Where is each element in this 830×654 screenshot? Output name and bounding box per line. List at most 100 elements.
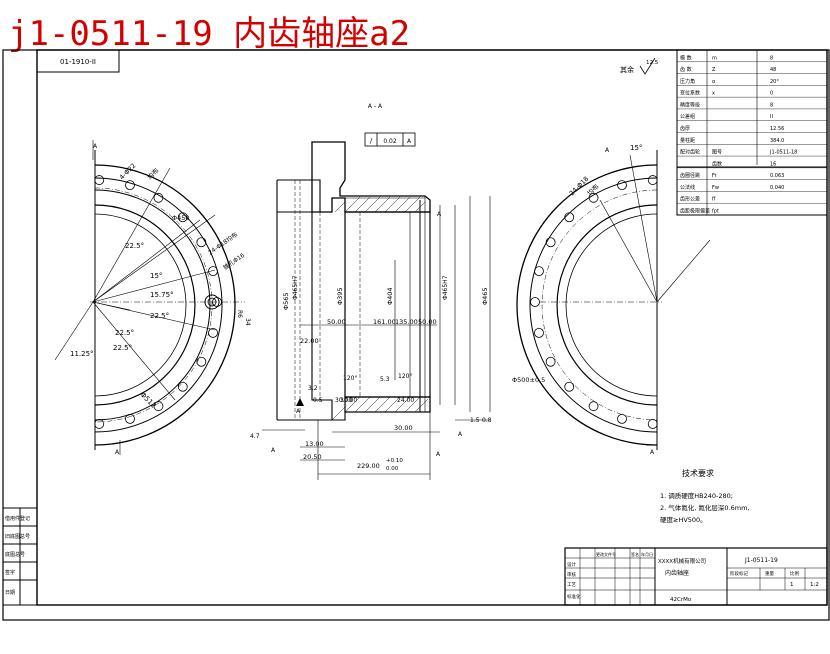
gear-table-cell: 公差组 — [680, 113, 695, 120]
dim-label: R6 — [236, 310, 243, 318]
gear-table-cell: 图号 — [712, 150, 722, 156]
section-mark-a: A — [605, 147, 610, 154]
part-name: 内齿轴座 — [665, 569, 689, 577]
gear-table-cell: 齿厚 — [680, 126, 690, 132]
dim-label: Φ450 — [172, 214, 190, 222]
sheet: 1 — [790, 582, 794, 588]
gear-table-cell: 压力角 — [680, 78, 695, 85]
section-mark-a: A — [93, 143, 98, 150]
bolt-hole — [534, 327, 544, 338]
title-col: 重量 — [765, 570, 774, 577]
dim-label: 22.5° — [113, 344, 132, 352]
dim-label: 20.50 — [303, 453, 322, 461]
dim-label: 50.00 — [327, 318, 346, 326]
gear-table-cell: fpt — [712, 209, 719, 215]
gear-table-cell: 配对齿轮 — [680, 149, 700, 156]
title-col: 签名 — [631, 551, 639, 557]
dim-label: Φ395 — [336, 287, 344, 305]
dim-label: 22.00 — [300, 337, 319, 345]
gear-table-cell: 0.063 — [770, 173, 784, 179]
gear-table-cell: Fr — [712, 173, 718, 179]
dim-label: 0.00 — [386, 466, 399, 472]
tech-item: 2. 气体氮化, 氮化层深0.6mm, — [660, 503, 749, 512]
dim-label: Φ565 — [282, 292, 290, 310]
tech-requirements: 技术要求 1. 调质硬度HB240-280; 2. 气体氮化, 氮化层深0.6m… — [660, 468, 749, 524]
dim-label: 15° — [630, 144, 642, 152]
dim-label: 11.25° — [70, 350, 94, 358]
revision-label: 签字 — [5, 569, 15, 576]
dim-label: 30.00 — [340, 397, 357, 404]
dim-label: 34 — [244, 318, 251, 326]
bolt-hole — [545, 237, 556, 248]
dim-label: 1.5 — [470, 417, 480, 424]
gear-table-cell: J1-0511-18 — [769, 150, 797, 156]
bolt-hole — [534, 266, 544, 277]
title-label: 审核 — [567, 571, 576, 578]
bolt-hole — [530, 297, 540, 307]
runout-frame: / 0.02 A — [364, 132, 416, 147]
dim-label: 0.8 — [482, 417, 492, 424]
dim-label: 120° — [343, 375, 357, 382]
company-name: XXXX机械有限公司 — [658, 557, 706, 565]
gear-table-cell: 12.56 — [770, 126, 784, 132]
scale: 1:2 — [810, 582, 819, 588]
gear-table-cell: 20° — [770, 79, 779, 85]
material: 42CrMo — [670, 597, 692, 603]
gear-table-cell: 变位系数 — [680, 90, 700, 97]
gear-table-cell: 384.0 — [770, 138, 784, 144]
dim-label: 15° — [150, 272, 162, 280]
dim-label: 均布 — [145, 166, 161, 182]
dim-label: Φ465 — [481, 287, 489, 305]
section-label: A - A — [368, 103, 383, 110]
dim-label: 15.75° — [150, 291, 174, 299]
revision-label: 旧底图总号 — [5, 533, 30, 540]
gear-table-cell: 48 — [770, 67, 776, 73]
drawing-title: j1-0511-19 内齿轴座a2 — [8, 14, 411, 54]
dim-label: Φ465H7 — [292, 275, 299, 300]
gear-table-cell: 模 数 — [680, 54, 692, 61]
section-view: A Φ565 Φ465H7 Φ395 Φ404 Φ465H7 Φ465 22.0… — [250, 141, 492, 480]
bolt-hole — [177, 381, 188, 392]
header-code-box — [36, 49, 120, 73]
bolt-hole — [647, 419, 658, 429]
dim-label: 0.5 — [313, 397, 323, 404]
bolt-hole — [153, 192, 164, 203]
left-bolt-holes — [94, 175, 222, 429]
dim-label: 50.00 — [418, 318, 437, 326]
gear-table-cell: 0 — [770, 91, 773, 97]
dim-label: 4.7 — [250, 433, 260, 440]
dim-label: 30.00 — [335, 397, 352, 404]
gear-table-cell: 齿数 — [712, 160, 722, 167]
gear-table-cell: Fw — [712, 185, 719, 191]
tech-heading: 技术要求 — [682, 468, 714, 478]
gear-table-cell: m — [712, 55, 717, 61]
header-code: 01-1910-II — [60, 58, 96, 66]
revision-label: 底图总号 — [5, 551, 25, 558]
title-col: 比例 — [790, 570, 799, 577]
dim-label: 22.5° — [125, 242, 144, 250]
datum-a: A — [437, 211, 442, 218]
bolt-hole — [125, 413, 135, 424]
svg-text:0.02: 0.02 — [383, 138, 397, 145]
section-mark-a: A — [650, 449, 655, 456]
dim-label: 30.00 — [394, 424, 413, 432]
dim-label: 120° — [398, 373, 412, 380]
title-col: 更改文件号 — [596, 551, 616, 557]
bolt-hole — [208, 327, 218, 338]
bolt-hole — [196, 356, 207, 367]
dim-label: 5.3 — [380, 376, 390, 383]
gear-table-cell: 16 — [770, 161, 776, 167]
bolt-hole — [208, 266, 218, 277]
bolt-hole — [564, 381, 575, 392]
datum-a: A — [458, 431, 463, 438]
dim-label: 229.00 — [357, 462, 380, 470]
gear-table-cell: 精度等级 — [680, 101, 700, 108]
bolt-hole — [94, 419, 105, 429]
drawing-number: J1-0511-19 — [744, 557, 778, 564]
gear-table-cell: 0.040 — [770, 185, 784, 191]
title-col: 阶段标记 — [730, 570, 748, 577]
revision-label: 借用件登记 — [5, 515, 30, 522]
left-half-view: 4-Φ22 均布 Φ450 24-Φ18均布 锥孔Φ16 15° 22.5° 1… — [54, 140, 251, 456]
bolt-hole — [94, 175, 105, 185]
